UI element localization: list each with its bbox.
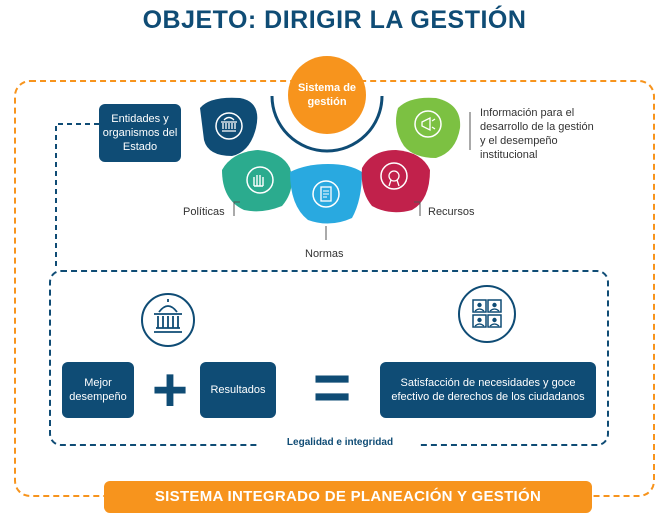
- petal-entidades: [200, 97, 258, 156]
- label-recursos: Recursos: [428, 206, 475, 218]
- center-circle-sistema: Sistema de gestión: [288, 56, 366, 134]
- box-resultados: Resultados: [200, 362, 276, 418]
- label-informacion: Información para el desarrollo de la ges…: [480, 107, 594, 161]
- connector-line: [55, 123, 99, 270]
- center-arc: [270, 95, 384, 153]
- box-satisfaccion: Satisfacción de necesidades y goce efect…: [380, 362, 596, 418]
- citizens-grid-icon: [458, 285, 516, 343]
- bracket-politicas: [233, 201, 240, 216]
- label-politicas: Políticas: [183, 206, 225, 218]
- megaphone-icon: [414, 110, 442, 138]
- page-title: OBJETO: DIRIGIR LA GESTIÓN: [142, 6, 527, 34]
- bracket-recursos: [414, 201, 421, 216]
- equals-sign: =: [312, 350, 352, 424]
- plus-sign: +: [151, 356, 189, 425]
- government-building-icon: [141, 293, 195, 347]
- petal-recursos: [361, 150, 430, 213]
- label-legalidad: Legalidad e integridad: [260, 435, 420, 451]
- box-mejor-desempeno: Mejor desempeño: [62, 362, 134, 418]
- petal-informacion: [396, 97, 461, 158]
- government-building-icon: [215, 112, 243, 140]
- document-icon: [312, 180, 340, 208]
- raised-hands-icon: [246, 166, 274, 194]
- petal-normas: [290, 164, 362, 224]
- award-badge-icon: [380, 162, 408, 190]
- label-normas: Normas: [305, 248, 344, 260]
- box-entidades: Entidades y organismos del Estado: [99, 104, 181, 162]
- petal-politicas: [222, 150, 292, 212]
- bottom-banner: SISTEMA INTEGRADO DE PLANEACIÓN Y GESTIÓ…: [104, 481, 592, 513]
